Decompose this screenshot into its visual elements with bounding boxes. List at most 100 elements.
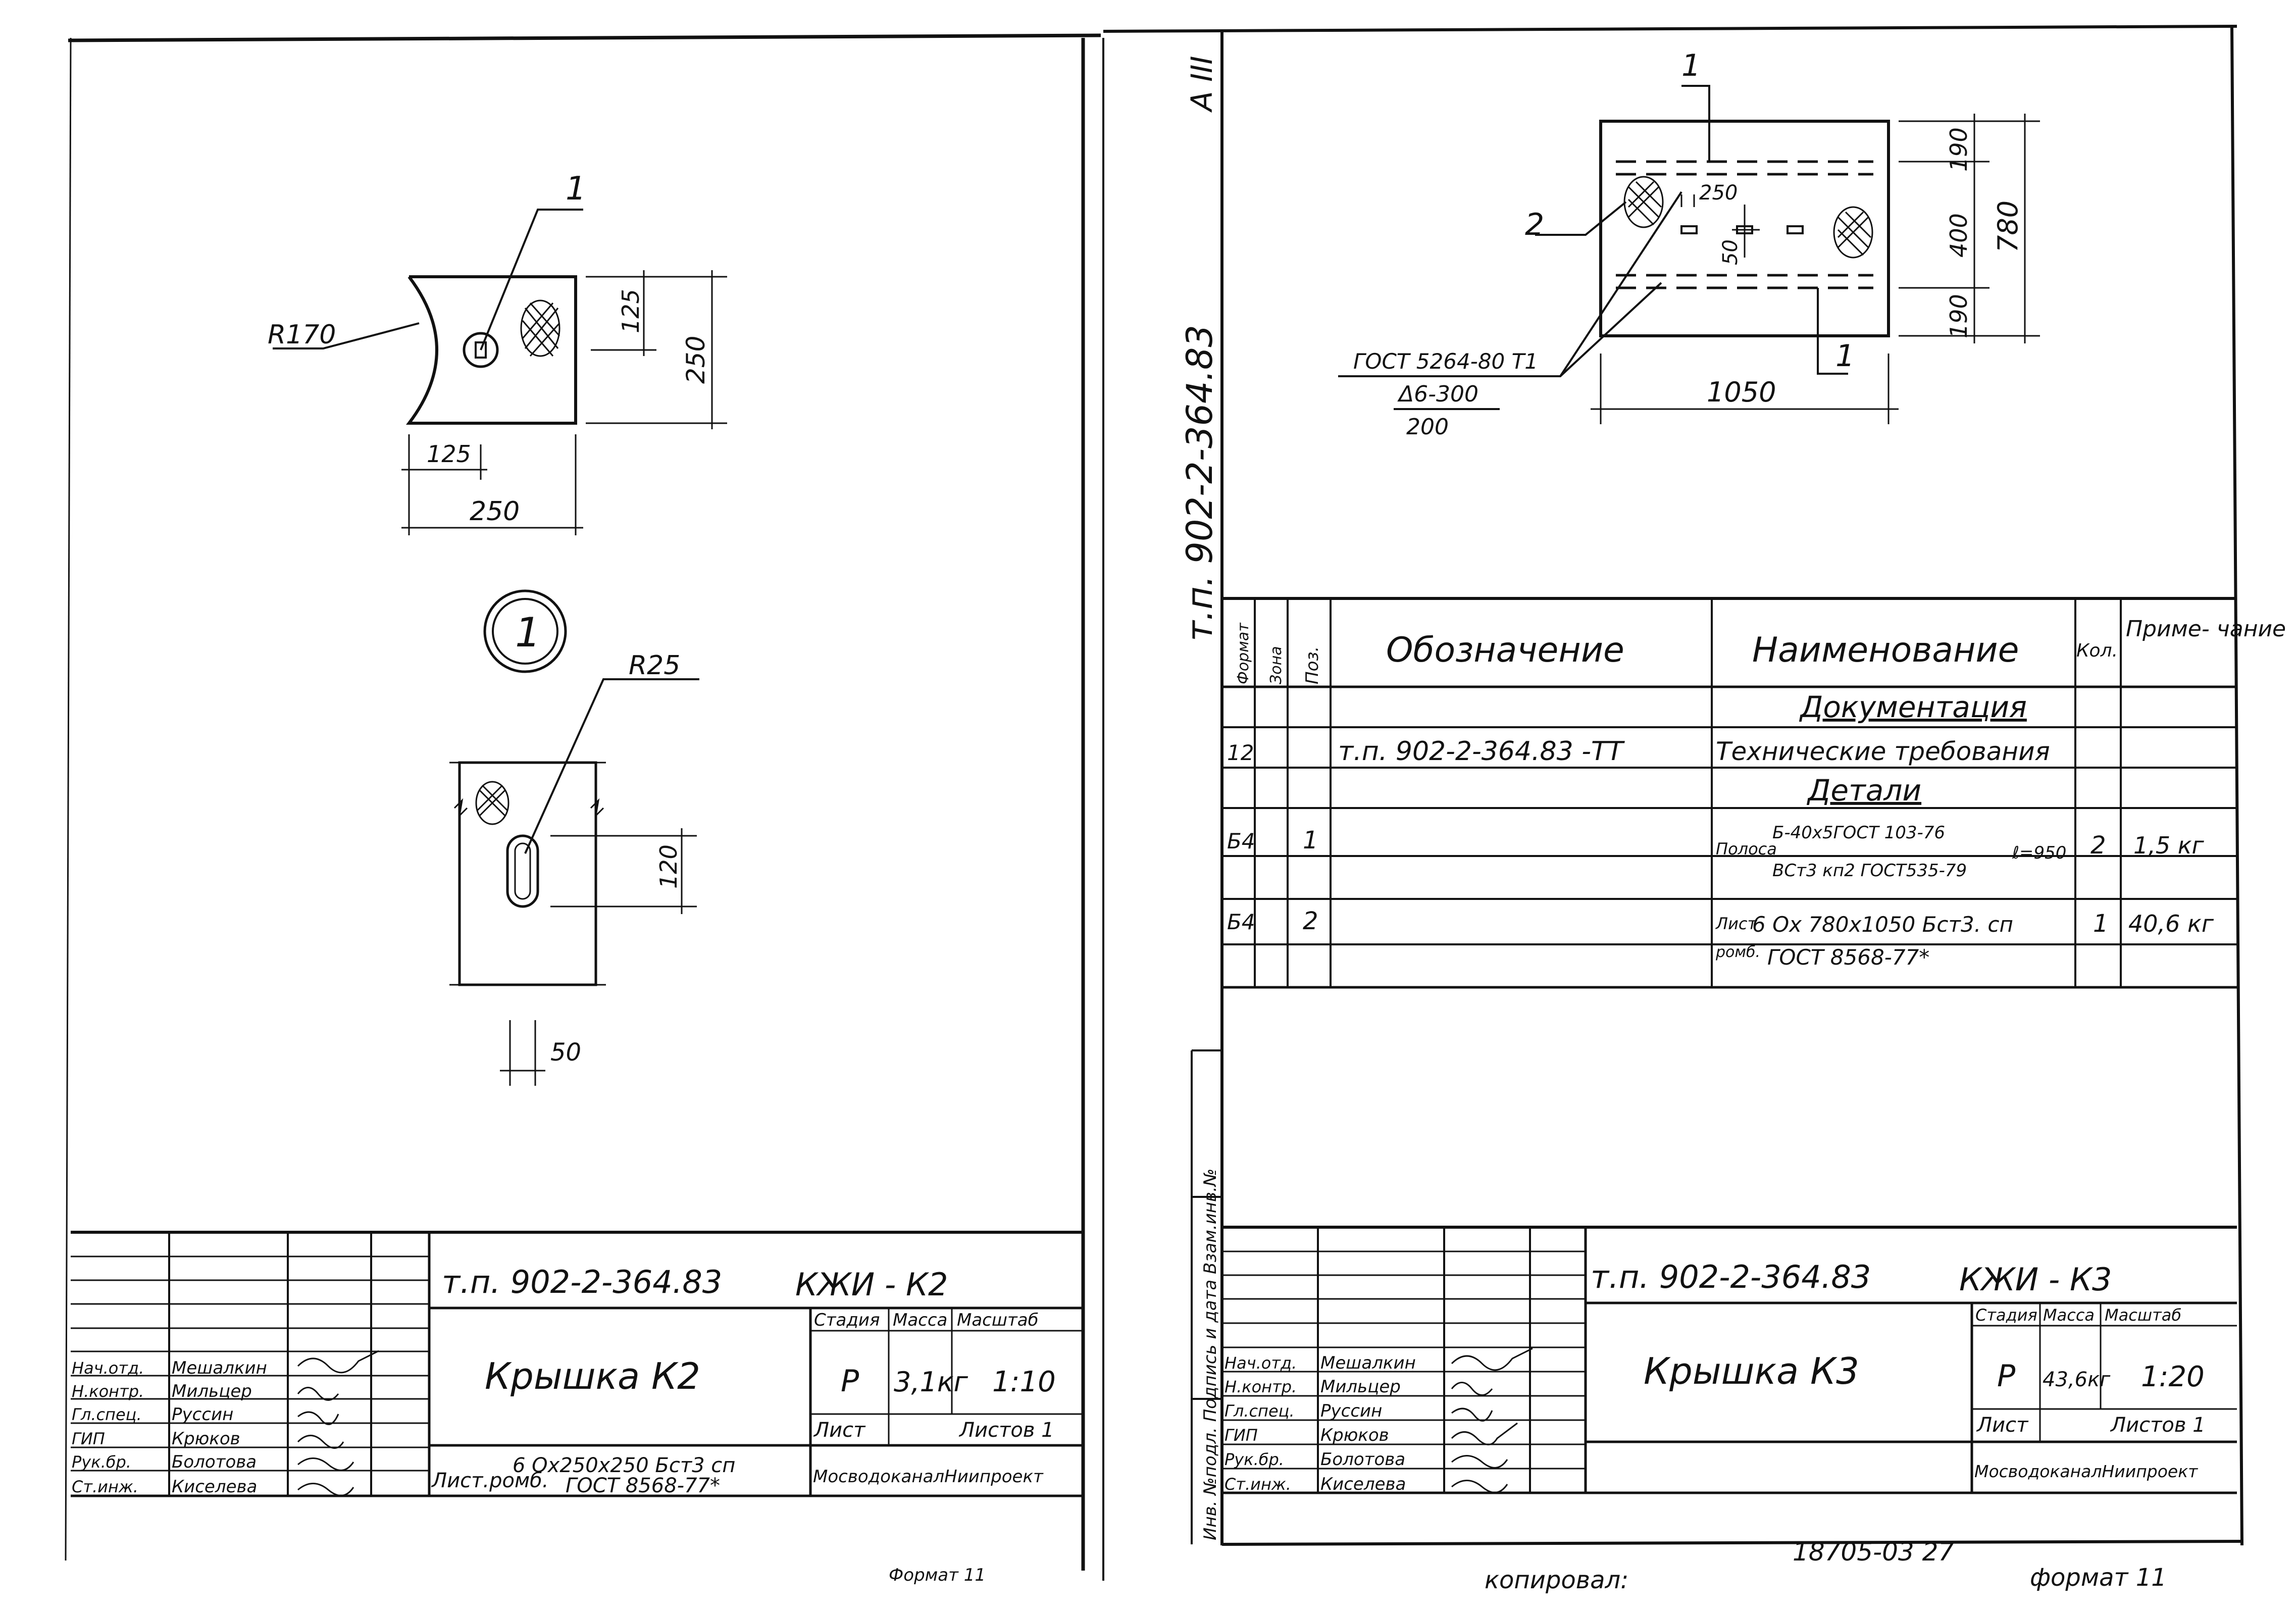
left-part-view-top — [273, 209, 727, 535]
right-sheet-frame — [1103, 25, 2243, 1546]
side-stamp-labels: Инв. №подл. Подпись и дата Взам.инв.№ — [1200, 1169, 1220, 1540]
spec-row1-note: 1,5 кг — [2133, 832, 2205, 859]
right-mass: 43,6кг — [2043, 1368, 2111, 1391]
left-material-a: Лист.ромб. — [431, 1469, 549, 1492]
radius-label-small: R25 — [629, 650, 680, 681]
spec-row2-note: 40,6 кг — [2128, 910, 2214, 937]
corner-mark: А III — [1185, 56, 1219, 113]
callout-1: 1 — [566, 170, 586, 208]
left-role-4: Рук.бр. — [72, 1452, 131, 1472]
spec-header-pos: Поз. — [1302, 646, 1322, 684]
surface-hatch — [520, 299, 560, 357]
dim-250-vertical: 250 — [681, 336, 710, 384]
spec-row2-qty: 1 — [2093, 910, 2109, 938]
left-role-5: Ст.инж. — [72, 1477, 138, 1496]
left-part-view-bottom — [449, 678, 699, 1086]
right-mass-header: Масса — [2043, 1305, 2095, 1325]
left-role-0: Нач.отд. — [72, 1358, 144, 1378]
left-part-name: Крышка К2 — [485, 1355, 700, 1397]
left-mass-header: Масса — [893, 1310, 947, 1330]
right-name-5: Киселева — [1320, 1474, 1406, 1494]
spec-table-grid — [1222, 597, 2237, 989]
dim-125-horizontal: 125 — [427, 440, 471, 468]
left-mass: 3,1кг — [894, 1366, 968, 1398]
spec-doc-name: Технические требования — [1716, 737, 2050, 766]
left-mark: КЖИ - К2 — [795, 1266, 948, 1303]
left-format: Формат 11 — [889, 1565, 986, 1585]
spec-row2-name-a: Лист — [1715, 914, 1757, 933]
right-part-view — [1338, 85, 2040, 424]
right-stage-header: Стадия — [1975, 1305, 2037, 1325]
weld-size: Δ6-300 — [1397, 381, 1478, 407]
spec-row1-length: ℓ=950 — [2012, 843, 2066, 863]
spec-section-docs: Документация — [1799, 690, 2027, 724]
spec-doc-designation: т.п. 902-2-364.83 -ТТ — [1338, 736, 1625, 767]
right-format: формат 11 — [2030, 1564, 2167, 1592]
left-role-2: Гл.спец. — [72, 1405, 142, 1424]
dim-250-horizontal: 250 — [470, 496, 520, 527]
left-name-3: Крюков — [172, 1429, 240, 1449]
spec-row2-name-d: ГОСТ 8568-77* — [1767, 945, 1929, 970]
right-scale-header: Масштаб — [2105, 1305, 2181, 1325]
spec-header-format: Формат — [1235, 622, 1252, 684]
left-stage-header: Стадия — [814, 1310, 880, 1330]
detail-circle — [483, 589, 567, 673]
archive-number: 18705-03 27 — [1793, 1537, 1954, 1567]
right-role-4: Рук.бр. — [1224, 1450, 1284, 1469]
right-sheets-label: Листов 1 — [2110, 1414, 2206, 1437]
right-title-block-grid — [1222, 1226, 2237, 1494]
left-code: т.п. 902-2-364.83 — [442, 1264, 722, 1300]
dim-1050: 1050 — [1707, 376, 1776, 408]
right-signatures — [1451, 1347, 1533, 1493]
right-mark: КЖИ - К3 — [1959, 1261, 2112, 1298]
left-name-2: Руссин — [172, 1404, 233, 1425]
right-name-4: Болотова — [1320, 1449, 1405, 1470]
spec-header-zone: Зона — [1267, 646, 1285, 684]
pos-2: 2 — [1525, 207, 1544, 242]
right-stage: Р — [1997, 1358, 2016, 1394]
left-signatures — [297, 1350, 379, 1496]
right-scale: 1:20 — [2141, 1361, 2205, 1393]
left-sheet-label: Лист — [813, 1419, 866, 1442]
pos-1-top: 1 — [1681, 48, 1701, 83]
left-title-block-grid — [71, 1231, 1083, 1497]
spec-row2-format: Б4 — [1227, 910, 1255, 934]
right-part-name: Крышка К3 — [1644, 1350, 1859, 1392]
spec-row1-name-c: ВСт3 кп2 ГОСТ535-79 — [1772, 861, 1967, 881]
spec-header-designation: Обозначение — [1386, 630, 1624, 670]
dim-50-right: 50 — [1719, 239, 1742, 265]
left-sheets-label: Листов 1 — [958, 1419, 1054, 1442]
spec-row2-pos: 2 — [1303, 907, 1318, 935]
dim-780: 780 — [1992, 200, 2024, 253]
left-role-3: ГИП — [72, 1429, 105, 1448]
left-name-4: Болотова — [172, 1452, 257, 1472]
left-scale: 1:10 — [992, 1366, 1056, 1398]
right-role-2: Гл.спец. — [1224, 1401, 1295, 1421]
dim-190-bottom: 190 — [1945, 294, 1972, 338]
right-role-1: Н.контр. — [1224, 1377, 1297, 1396]
dim-120: 120 — [655, 844, 682, 889]
spec-doc-format: 12 — [1227, 740, 1254, 765]
right-sheet-text: т.п. 902-2-364.83 А III Инв. №подл. Подп… — [1179, 48, 2286, 1594]
dim-190-top: 190 — [1945, 127, 1972, 172]
radius-label-big: R170 — [268, 320, 336, 350]
left-name-0: Мешалкин — [172, 1358, 267, 1378]
spec-row1-pos: 1 — [1303, 826, 1318, 854]
right-name-3: Крюков — [1320, 1425, 1389, 1445]
spec-row1-name-a: Полоса — [1716, 839, 1777, 859]
right-sheet-label: Лист — [1976, 1414, 2029, 1437]
left-role-1: Н.контр. — [72, 1382, 144, 1401]
left-material-c: ГОСТ 8568-77* — [566, 1474, 720, 1497]
right-name-2: Руссин — [1320, 1401, 1382, 1421]
right-name-0: Мешалкин — [1320, 1353, 1416, 1373]
vertical-code: т.п. 902-2-364.83 — [1179, 325, 1220, 641]
spec-row2-name-c: 6 Ох 780х1050 Бст3. сп — [1752, 912, 2013, 937]
dim-400: 400 — [1945, 213, 1972, 258]
left-name-5: Киселева — [172, 1477, 257, 1497]
spec-header-note: Приме- чание — [2126, 616, 2286, 642]
left-stage: Р — [841, 1364, 859, 1399]
dim-250-right: 250 — [1699, 181, 1738, 205]
left-sheet-frame — [65, 33, 1104, 1581]
